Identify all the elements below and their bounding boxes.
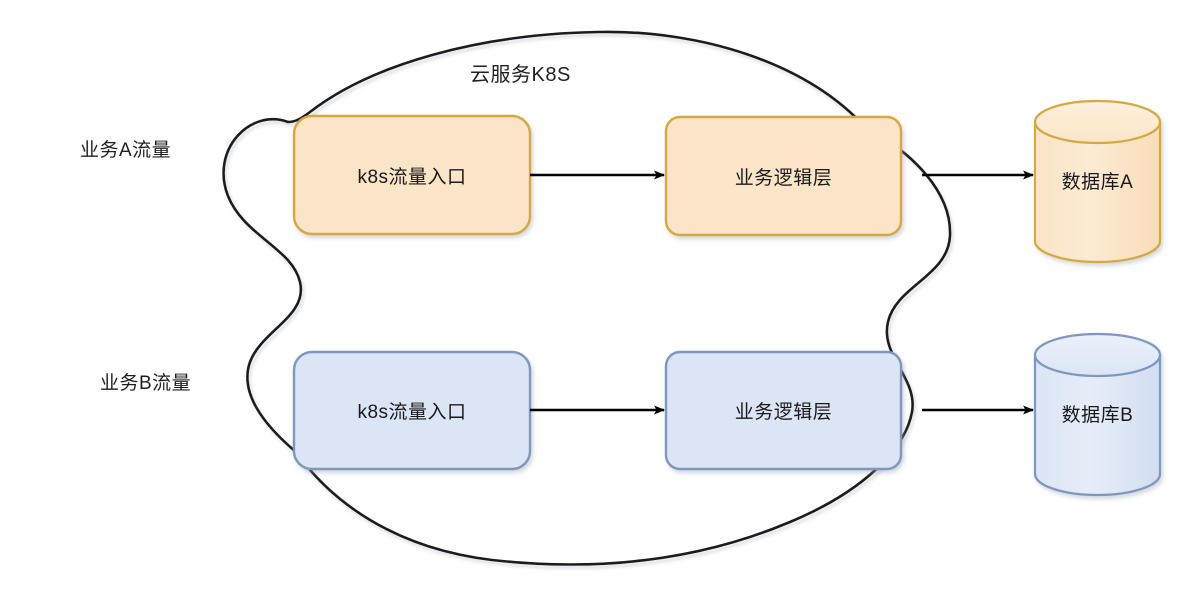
node-logic-b[interactable] [664,350,903,471]
edge-label-traffic-b: 业务B流量 [100,373,192,394]
node-ingress-a[interactable] [292,114,532,236]
node-logic-a[interactable] [664,115,903,237]
node-db-b[interactable] [1033,332,1162,497]
cloud-label: 云服务K8S [470,64,571,86]
cloud-outline [222,30,952,566]
edge-label-traffic-a: 业务A流量 [80,140,172,161]
node-ingress-b[interactable] [292,350,532,471]
node-db-a[interactable] [1033,99,1162,264]
